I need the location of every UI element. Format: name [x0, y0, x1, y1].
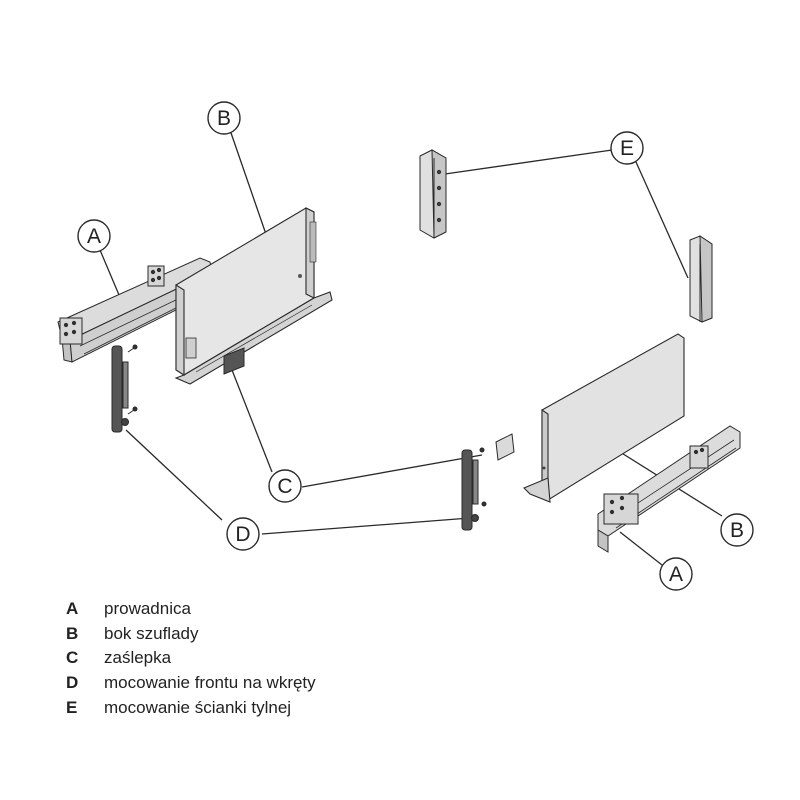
callout-B-right: B	[720, 513, 754, 547]
legend-key: A	[66, 599, 79, 619]
left-cover-cap-part	[223, 347, 245, 375]
legend-text: zaślepka	[104, 648, 172, 668]
callout-E: E	[610, 131, 644, 165]
legend-text: prowadnica	[104, 599, 191, 619]
callout-D-label: D	[235, 523, 250, 546]
callout-B-right-label: B	[730, 519, 744, 542]
callout-D: D	[226, 517, 260, 551]
right-runner-part	[597, 425, 741, 553]
legend-text: bok szuflady	[104, 623, 199, 643]
callout-E-label: E	[620, 137, 634, 160]
callout-B-top-label: B	[217, 107, 231, 130]
right-front-bracket-part	[461, 447, 487, 531]
legend-key: E	[66, 697, 78, 717]
legend-row: C zaślepka	[66, 646, 316, 671]
left-front-bracket-part	[111, 344, 138, 433]
legend: A prowadnica B bok szuflady C zaślepka D…	[66, 597, 316, 720]
legend-text: mocowanie ścianki tylnej	[104, 697, 292, 717]
legend-row: B bok szuflady	[66, 622, 316, 647]
legend-key: B	[66, 623, 79, 643]
right-drawer-side-part	[523, 333, 685, 503]
legend-key: D	[66, 673, 79, 693]
legend-key: C	[66, 648, 79, 668]
rear-bracket-left-part	[419, 149, 447, 239]
legend-row: D mocowanie frontu na wkręty	[66, 671, 316, 696]
legend-row: E mocowanie ścianki tylnej	[66, 695, 316, 720]
callout-B-top: B	[207, 101, 241, 135]
legend-row: A prowadnica	[66, 597, 316, 622]
left-drawer-side-part	[174, 207, 333, 385]
callout-C: C	[268, 469, 302, 503]
callout-A-right-label: A	[669, 563, 683, 586]
rear-bracket-right-part	[689, 235, 713, 323]
right-cover-cap-part	[495, 433, 515, 461]
callout-A-left-label: A	[87, 225, 101, 248]
callout-C-label: C	[277, 475, 292, 498]
legend-text: mocowanie frontu na wkręty	[104, 673, 316, 693]
callout-A-left: A	[77, 219, 111, 253]
callout-A-right: A	[659, 557, 693, 591]
